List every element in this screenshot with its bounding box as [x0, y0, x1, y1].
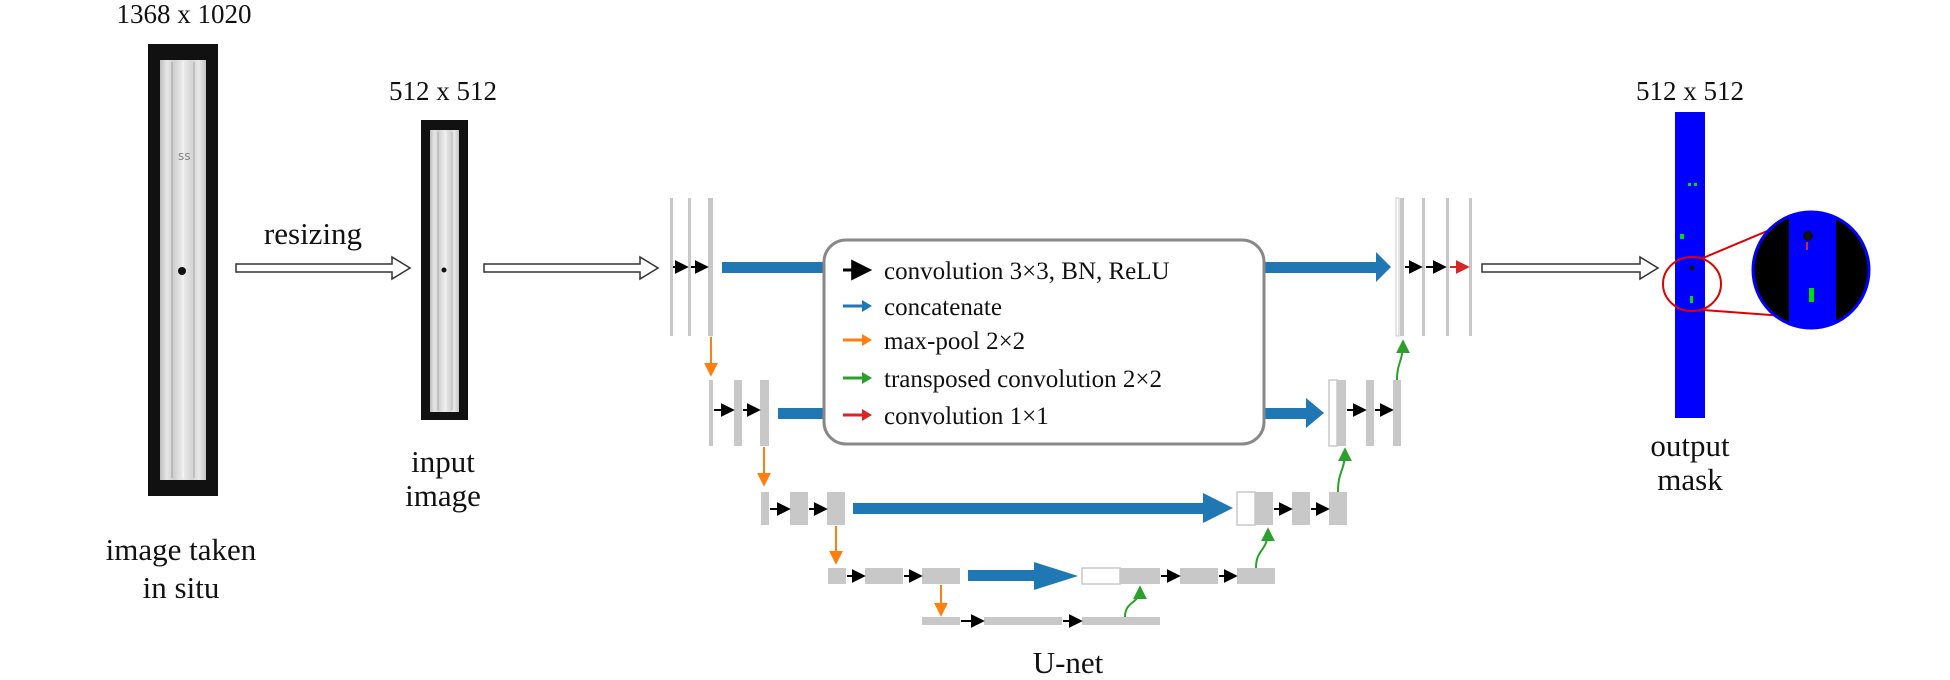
svg-text:convolution 1×1: convolution 1×1	[884, 403, 1049, 430]
decoder-level-3	[1236, 491, 1347, 526]
encoder-level-2	[709, 380, 769, 446]
decoder-level-2	[1328, 379, 1401, 447]
svg-text:transposed convolution 2×2: transposed convolution 2×2	[884, 366, 1162, 393]
caption-output-line2: mask	[1657, 462, 1723, 497]
skip-connection-1	[722, 252, 1391, 282]
encoder-level-4	[828, 568, 960, 584]
input-to-unet-arrow	[483, 255, 660, 281]
legend-item-convolution: convolution 3×3, BN, ReLU	[843, 258, 1170, 285]
unet-network	[670, 197, 1472, 628]
upconv-arrow-1	[1395, 339, 1410, 381]
svg-text:convolution 3×3, BN, ReLU: convolution 3×3, BN, ReLU	[884, 258, 1170, 285]
svg-text:ss: ss	[178, 149, 191, 163]
output-mask	[1675, 112, 1705, 418]
legend-item-max-pool: max-pool 2×2	[843, 328, 1025, 355]
legend-item-convolution-1x1: convolution 1×1	[843, 403, 1049, 430]
decoder-level-4	[1081, 567, 1275, 585]
caption-original-line2: in situ	[143, 570, 220, 605]
legend: convolution 3×3, BN, ReLU concatenate ma…	[822, 238, 1266, 446]
skip-connection-2	[778, 398, 1324, 428]
bottleneck	[922, 614, 1160, 628]
skip-connection-4	[968, 562, 1078, 590]
encoder-level-3	[761, 492, 845, 525]
upconv-arrow-4	[1124, 585, 1147, 618]
zoom-callout	[1662, 210, 1871, 330]
legend-item-transposed-convolution: transposed convolution 2×2	[843, 366, 1162, 393]
unet-to-output-arrow	[1481, 255, 1660, 281]
resizing-arrow	[235, 255, 412, 281]
upconv-arrow-3	[1255, 527, 1275, 569]
output-size-label: 512 x 512	[1636, 76, 1744, 106]
skip-connection-3	[853, 493, 1233, 523]
legend-item-concatenate: concatenate	[843, 294, 1002, 321]
original-image: ss	[148, 44, 218, 496]
encoder-level-1	[670, 198, 713, 336]
original-size-label: 1368 x 1020	[117, 0, 252, 29]
resizing-label: resizing	[264, 216, 362, 251]
svg-text:max-pool 2×2: max-pool 2×2	[884, 328, 1025, 355]
network-name-label: U-net	[1033, 645, 1104, 680]
caption-input-line1: input	[411, 444, 475, 479]
caption-original-line1: image taken	[106, 532, 257, 567]
decoder-level-1	[1395, 197, 1472, 337]
input-size-label: 512 x 512	[389, 76, 497, 106]
upconv-arrow-2	[1337, 447, 1352, 493]
svg-text:concatenate: concatenate	[884, 294, 1002, 321]
input-image	[421, 120, 468, 420]
caption-output-line1: output	[1650, 428, 1730, 463]
caption-input-line2: image	[405, 478, 481, 513]
